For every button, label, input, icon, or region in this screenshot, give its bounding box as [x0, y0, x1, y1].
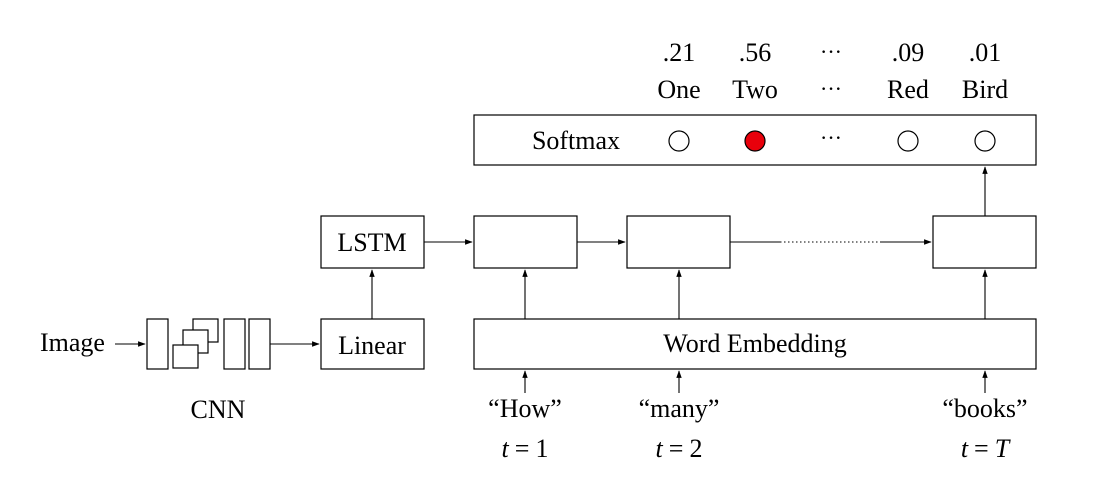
output-prob-two: .56: [739, 38, 772, 67]
image-label: Image: [40, 328, 105, 357]
lstm-box: [320, 215, 425, 269]
output-prob-red: .09: [892, 38, 925, 67]
output-node-two: [744, 130, 766, 152]
timestep-tT: t=T: [961, 434, 1011, 463]
cnn-layer-3: [248, 318, 271, 370]
cnn-feature-map-3: [172, 344, 199, 369]
input-word-many: “many”: [639, 394, 720, 423]
output-prob-one: .21: [663, 38, 696, 67]
linear-box: [320, 318, 425, 370]
cnn-label: CNN: [191, 395, 246, 424]
timestep-t2: t=2: [656, 434, 703, 463]
word-embedding-label: Word Embedding: [663, 329, 847, 358]
lstm-cell-tT: [932, 215, 1037, 269]
word-embedding-box: [473, 318, 1037, 370]
output-node-ellipsis: ···: [820, 125, 842, 150]
timestep-t1: t=1: [502, 434, 549, 463]
linear-label: Linear: [338, 331, 406, 360]
output-prob-bird: .01: [969, 38, 1002, 67]
input-word-how: “How”: [488, 394, 562, 423]
output-word-two: Two: [732, 75, 778, 104]
lstm-label: LSTM: [337, 228, 406, 257]
output-node-red: [897, 130, 919, 152]
output-word-bird: Bird: [962, 75, 1008, 104]
output-node-one: [668, 130, 690, 152]
lstm-cell-t1: [473, 215, 578, 269]
softmax-label: Softmax: [532, 126, 620, 155]
output-word-ellipsis: ···: [820, 76, 842, 101]
lstm-cell-t2: [626, 215, 731, 269]
output-prob-ellipsis: ···: [820, 39, 842, 64]
cnn-layer-2: [223, 318, 246, 370]
output-word-one: One: [657, 75, 700, 104]
input-word-books: “books”: [942, 394, 1027, 423]
cnn-block: [146, 318, 271, 370]
cnn-layer-1: [146, 318, 169, 370]
output-word-red: Red: [887, 75, 929, 104]
output-node-bird: [974, 130, 996, 152]
